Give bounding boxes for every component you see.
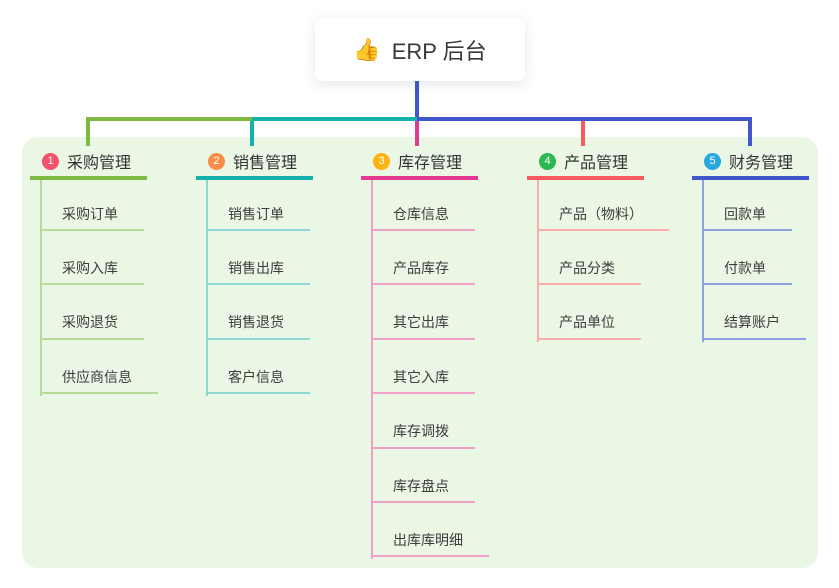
child-node-label: 其它出库 (393, 314, 449, 331)
branch-label: 采购管理 (67, 155, 132, 172)
child-node-label: 付款单 (724, 259, 766, 276)
child-node-label: 产品（物料） (559, 205, 643, 222)
thumbs-up-icon: 👍 (353, 36, 381, 62)
mindmap-child-node[interactable]: 其它出库 (371, 307, 475, 340)
branch-number-badge: 2 (208, 152, 225, 170)
branch-product-management: 4 产品管理 产品（物料） 产品分类 产品单位 (527, 148, 687, 342)
child-node-label: 库存盘点 (393, 477, 449, 494)
mindmap-child-node[interactable]: 销售订单 (206, 198, 310, 231)
root-node[interactable]: 👍 ERP 后台 (315, 18, 525, 81)
bus-connector-sales-segment (252, 117, 417, 121)
branch-spine-connector (40, 180, 42, 397)
drop-connector-inventory (415, 121, 419, 146)
mindmap-child-node[interactable]: 供应商信息 (40, 361, 158, 395)
mindmap-child-node[interactable]: 销售退货 (206, 307, 310, 340)
child-node-label: 销售出库 (228, 259, 284, 276)
mindmap-child-node[interactable]: 付款单 (702, 252, 792, 286)
branch-sales-management: 2 销售管理 销售订单 销售出库 销售退货 客户信息 (196, 148, 356, 397)
branch-title[interactable]: 3 库存管理 (361, 148, 478, 180)
mindmap-child-node[interactable]: 库存调拨 (371, 416, 475, 449)
child-node-label: 库存调拨 (393, 423, 449, 440)
branch-title[interactable]: 2 销售管理 (196, 148, 313, 180)
branch-number-badge: 4 (539, 152, 556, 170)
mindmap-child-node[interactable]: 销售出库 (206, 252, 310, 286)
branch-spine-connector (702, 180, 704, 342)
mindmap-child-node[interactable]: 出库库明细 (371, 524, 489, 558)
branch-number-badge: 1 (42, 152, 59, 170)
branch-spine-connector (537, 180, 539, 342)
child-node-label: 仓库信息 (393, 205, 449, 222)
bus-connector-purchase-segment (86, 117, 252, 121)
root-stem-connector (415, 81, 419, 121)
child-node-label: 产品分类 (559, 259, 615, 276)
mindmap-child-node[interactable]: 产品单位 (537, 307, 641, 340)
child-node-label: 产品单位 (559, 314, 615, 331)
child-node-label: 采购退货 (62, 314, 118, 331)
drop-connector-finance (748, 117, 752, 146)
drop-connector-sales (250, 117, 254, 146)
mindmap-child-node[interactable]: 其它入库 (371, 361, 475, 395)
mindmap-child-node[interactable]: 库存盘点 (371, 470, 475, 503)
branch-title[interactable]: 1 采购管理 (30, 148, 147, 180)
mindmap-child-node[interactable]: 回款单 (702, 198, 792, 231)
branches-panel (22, 137, 818, 568)
mindmap-child-node[interactable]: 仓库信息 (371, 198, 475, 231)
mindmap-child-node[interactable]: 采购入库 (40, 252, 144, 286)
branch-inventory-management: 3 库存管理 仓库信息 产品库存 其它出库 其它入库 库存调拨 库存盘点 出库库… (361, 148, 521, 560)
bus-connector-finance-segment (417, 117, 752, 121)
child-node-label: 出库库明细 (393, 531, 463, 548)
mindmap-child-node[interactable]: 产品库存 (371, 252, 475, 286)
mindmap-child-node[interactable]: 采购退货 (40, 307, 144, 340)
drop-connector-product (581, 117, 585, 146)
branch-number-badge: 5 (704, 152, 721, 170)
root-title: ERP 后台 (391, 38, 487, 64)
child-node-label: 结算账户 (724, 314, 780, 331)
child-node-label: 采购订单 (62, 205, 118, 222)
branch-purchase-management: 1 采购管理 采购订单 采购入库 采购退货 供应商信息 (30, 148, 190, 397)
mindmap-child-node[interactable]: 产品分类 (537, 252, 641, 286)
child-node-label: 回款单 (724, 205, 766, 222)
branch-title[interactable]: 4 产品管理 (527, 148, 644, 180)
mindmap-child-node[interactable]: 采购订单 (40, 198, 144, 231)
child-node-label: 客户信息 (228, 368, 284, 385)
branch-label: 库存管理 (398, 155, 463, 172)
branch-number-badge: 3 (373, 152, 390, 170)
branch-finance-management: 5 财务管理 回款单 付款单 结算账户 (692, 148, 839, 342)
drop-connector-purchase (86, 117, 90, 146)
branch-spine-connector (206, 180, 208, 397)
child-node-label: 产品库存 (393, 259, 449, 276)
branch-label: 财务管理 (729, 155, 794, 172)
branch-title[interactable]: 5 财务管理 (692, 148, 809, 180)
mindmap-child-node[interactable]: 产品（物料） (537, 198, 669, 231)
branch-spine-connector (371, 180, 373, 560)
child-node-label: 其它入库 (393, 368, 449, 385)
child-node-label: 销售退货 (228, 314, 284, 331)
branch-label: 销售管理 (233, 155, 298, 172)
mindmap-child-node[interactable]: 客户信息 (206, 361, 310, 395)
child-node-label: 采购入库 (62, 259, 118, 276)
child-node-label: 供应商信息 (62, 368, 132, 385)
child-node-label: 销售订单 (228, 205, 284, 222)
branch-label: 产品管理 (564, 155, 629, 172)
mindmap-child-node[interactable]: 结算账户 (702, 307, 806, 340)
